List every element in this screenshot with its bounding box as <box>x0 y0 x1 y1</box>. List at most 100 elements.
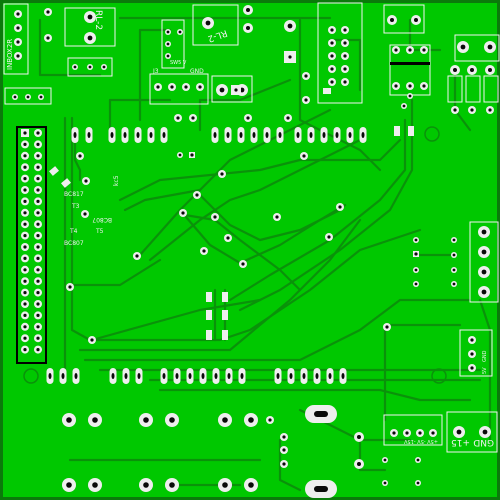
drill-hole <box>481 229 487 235</box>
drill-hole <box>343 54 347 58</box>
drill-hole <box>169 417 175 423</box>
silkscreen-outlines <box>3 2 500 453</box>
drill-hole <box>92 417 98 423</box>
drill-hole <box>176 116 180 120</box>
label-tr-bc02: BC807 <box>64 240 84 247</box>
label-tr-t4: T4 <box>69 228 78 235</box>
drill-hole <box>431 431 435 435</box>
drill-hole <box>282 448 286 452</box>
mounting-hole-c <box>431 368 447 384</box>
pin-header-40 <box>16 126 47 364</box>
drill-hole <box>195 193 199 197</box>
oval-pad-b-hole <box>314 486 328 492</box>
drill-hole <box>143 482 149 488</box>
oval-pin-hole <box>302 373 306 379</box>
drill-hole <box>246 116 250 120</box>
drill-hole <box>482 429 488 435</box>
oval-pin-hole <box>213 132 217 138</box>
oval-pin-hole <box>175 373 179 379</box>
pin-header-pads <box>21 129 42 354</box>
label-tr-t5: T5 <box>95 228 104 235</box>
oval-pin-hole <box>328 373 332 379</box>
drill-hole <box>178 30 182 34</box>
drill-hole <box>241 262 245 266</box>
drill-hole <box>16 12 20 16</box>
oval-pin-hole <box>227 373 231 379</box>
drill-hole <box>330 67 334 71</box>
drill-hole <box>394 48 398 52</box>
drill-hole <box>170 85 174 89</box>
oval-pin-hole <box>289 373 293 379</box>
drill-hole <box>248 482 254 488</box>
drill-hole <box>36 313 40 317</box>
oval-pin-hole <box>162 132 166 138</box>
drill-hole <box>286 116 290 120</box>
label-tr-t3: T3 <box>71 203 80 210</box>
oval-pin-hole <box>322 132 326 138</box>
drill-hole <box>178 153 182 157</box>
drill-hole <box>288 55 292 59</box>
oval-pin-hole <box>265 132 269 138</box>
drill-hole <box>36 302 40 306</box>
drill-hole <box>390 18 394 22</box>
oval-pin-hole <box>341 373 345 379</box>
label-chip-mid: kc5 <box>113 175 120 186</box>
drill-hole <box>330 28 334 32</box>
drill-hole <box>23 211 27 215</box>
drill-hole <box>26 95 30 99</box>
drill-hole <box>23 302 27 306</box>
drill-hole <box>68 285 72 289</box>
label-conn-bottom-mid: +5V -5V -15V <box>403 438 438 444</box>
oval-pin-hole <box>214 373 218 379</box>
drill-hole <box>36 234 40 238</box>
drill-hole <box>219 87 225 93</box>
drill-hole <box>304 74 308 78</box>
drill-hole <box>16 26 20 30</box>
mounting-hole-a <box>424 126 440 142</box>
oval-pin-hole <box>335 132 339 138</box>
oval-pin-hole <box>123 132 127 138</box>
oval-pin-hole <box>361 132 365 138</box>
drill-hole <box>66 482 72 488</box>
drill-hole <box>202 249 206 253</box>
drill-hole <box>23 291 27 295</box>
drill-hole <box>357 462 361 466</box>
mounting-hole-b <box>23 368 39 384</box>
drill-hole <box>87 35 93 41</box>
drill-hole <box>36 245 40 249</box>
label-conn-right-small: GND <box>482 350 488 362</box>
drill-hole <box>220 172 224 176</box>
label-tr-bc03: BC807 <box>92 216 112 223</box>
drill-hole <box>23 268 27 272</box>
oval-pad-a-hole <box>314 411 328 417</box>
drill-hole <box>452 238 456 242</box>
oval-pin-hole <box>73 132 77 138</box>
drill-hole <box>416 458 420 462</box>
drill-hole <box>416 481 420 485</box>
drill-hole <box>78 154 82 158</box>
drill-hole <box>135 254 139 258</box>
drill-hole <box>456 429 462 435</box>
drill-hole <box>16 54 20 58</box>
label-relay-a: RL-2 <box>93 10 103 30</box>
drill-hole <box>23 348 27 352</box>
drill-hole <box>184 85 188 89</box>
drill-hole <box>383 481 387 485</box>
drill-hole <box>222 482 228 488</box>
drill-hole <box>452 253 456 257</box>
drill-hole <box>357 435 361 439</box>
drill-hole <box>330 80 334 84</box>
drill-hole <box>23 256 27 260</box>
drill-hole <box>302 154 306 158</box>
oval-pin-hole <box>252 132 256 138</box>
oval-pin-hole <box>162 373 166 379</box>
drill-hole <box>181 211 185 215</box>
oval-pin-hole <box>149 132 153 138</box>
oval-pin-hole <box>61 373 65 379</box>
drill-hole <box>234 88 238 92</box>
drill-hole <box>408 84 412 88</box>
drill-hole <box>226 236 230 240</box>
drill-hole <box>383 458 387 462</box>
drill-hole <box>46 36 50 40</box>
